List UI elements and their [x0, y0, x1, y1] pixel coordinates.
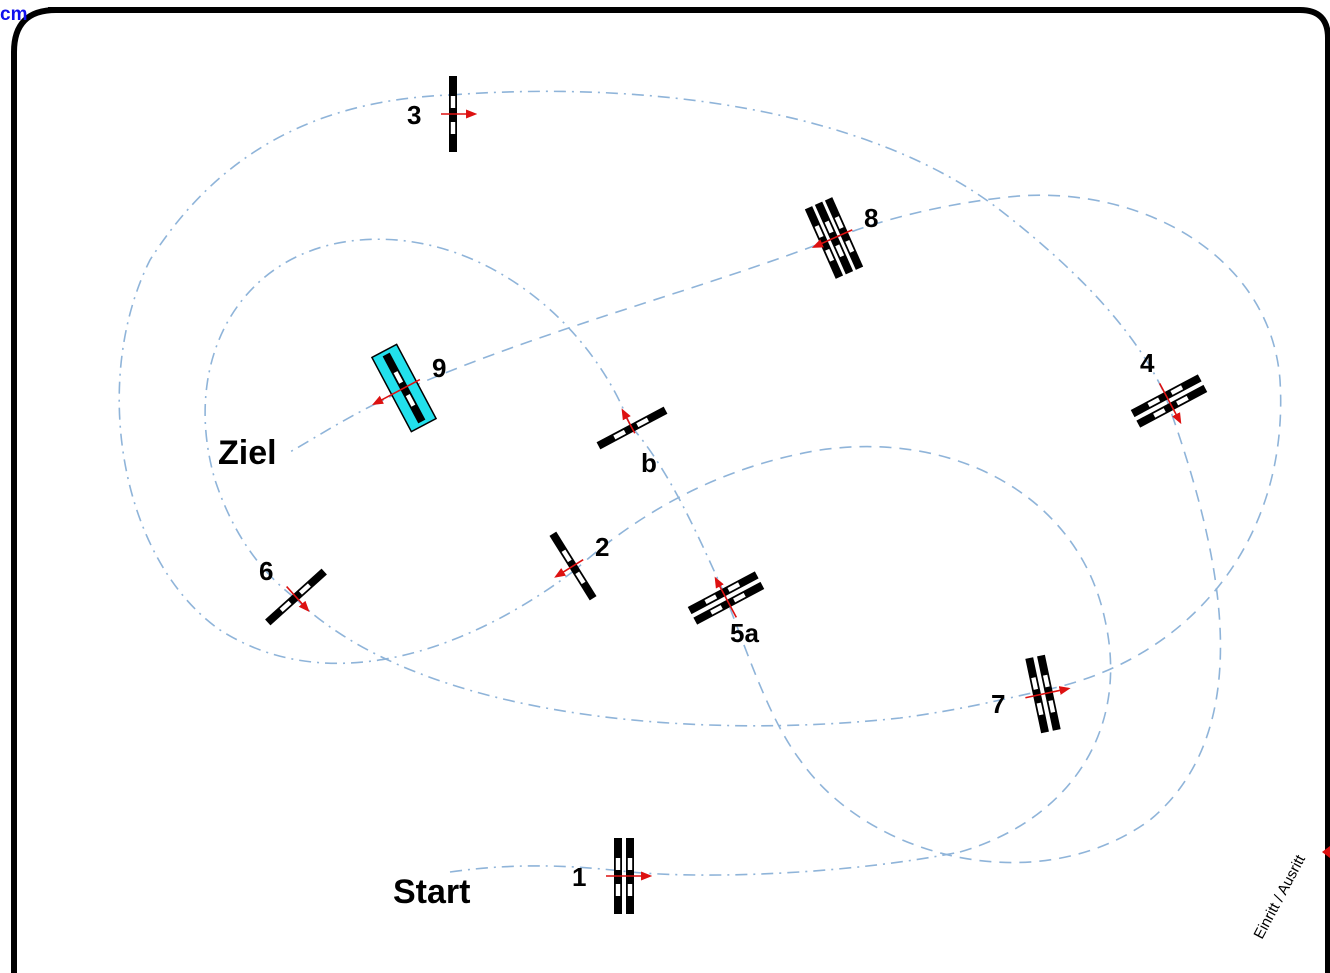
- obstacle-2-label: 2: [595, 532, 609, 562]
- obstacle-8-label: 8: [864, 203, 878, 233]
- obstacle-1: [606, 838, 653, 914]
- path-start-to-1: [449, 851, 961, 876]
- entrance-gate-label: Einritt / Ausritt: [1251, 851, 1310, 941]
- path-7-to-8: [834, 194, 1282, 691]
- obstacle-3-label: 3: [407, 100, 421, 130]
- obstacle-3: [441, 76, 478, 152]
- start-label: Start: [393, 873, 470, 911]
- path-6-to-7: [294, 597, 1046, 727]
- path-9-to-finish: [289, 391, 401, 453]
- path-b-to-6: [204, 238, 631, 599]
- obstacle-5a: [687, 571, 765, 625]
- path-3-to-4: [449, 90, 1166, 396]
- obstacle-9: [370, 343, 438, 433]
- obstacle-b: [596, 406, 668, 450]
- obstacle-4: [1130, 374, 1208, 428]
- obstacle-7-label: 7: [991, 689, 1005, 719]
- obstacle-7: [1025, 654, 1071, 734]
- entrance-gate: Einritt / Ausritt: [1251, 846, 1330, 942]
- obstacle-4-label: 4: [1140, 348, 1155, 378]
- obstacle-6: [265, 568, 327, 626]
- path-8-to-9: [399, 237, 836, 393]
- obstacle-5a-label: 5a: [730, 618, 759, 648]
- obstacle-6-label: 6: [259, 556, 273, 586]
- path-2-to-3: [118, 94, 576, 665]
- path-4-to-5a: [724, 394, 1222, 864]
- obstacle-9-label: 9: [432, 353, 446, 383]
- path-1-to-2: [574, 445, 1112, 853]
- obstacle-8: [804, 197, 864, 279]
- finish-label: Ziel: [218, 434, 277, 472]
- obstacle-2: [549, 531, 597, 601]
- obstacle-1-label: 1: [572, 862, 586, 892]
- obstacle-b-label: b: [641, 448, 657, 478]
- course-paths: [118, 90, 1282, 876]
- unit-label: cm: [0, 4, 27, 25]
- arena-border: [11, 7, 1330, 973]
